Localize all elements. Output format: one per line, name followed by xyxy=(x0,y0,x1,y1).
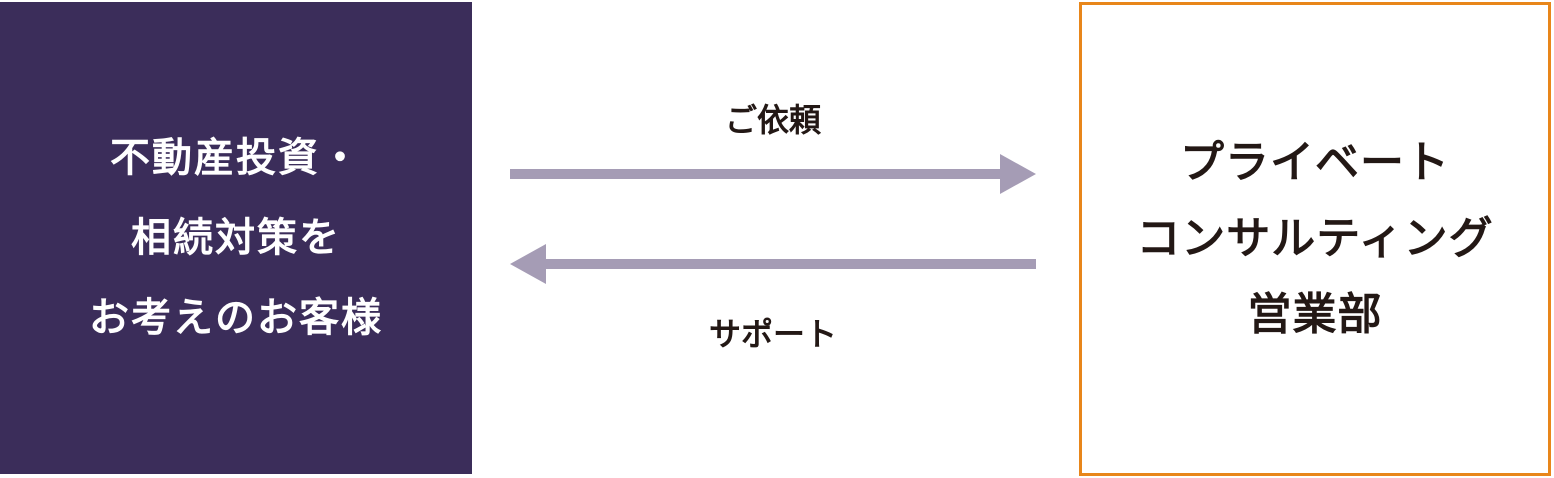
department-line-3: 営業部 xyxy=(1247,289,1383,340)
department-box: プライベート コンサルティング 営業部 xyxy=(1079,2,1551,476)
request-label: ご依頼 xyxy=(724,101,821,139)
support-arrow xyxy=(510,244,1036,284)
client-line-3: お考えのお客様 xyxy=(89,295,383,341)
request-arrow xyxy=(510,154,1036,194)
department-line-2: コンサルティング xyxy=(1136,213,1494,264)
client-line-2: 相続対策を xyxy=(131,215,341,261)
client-box: 不動産投資・ 相続対策を お考えのお客様 xyxy=(0,2,472,474)
support-label: サポート xyxy=(708,315,837,353)
client-line-1: 不動産投資・ xyxy=(110,135,362,181)
department-line-1: プライベート xyxy=(1180,137,1450,188)
